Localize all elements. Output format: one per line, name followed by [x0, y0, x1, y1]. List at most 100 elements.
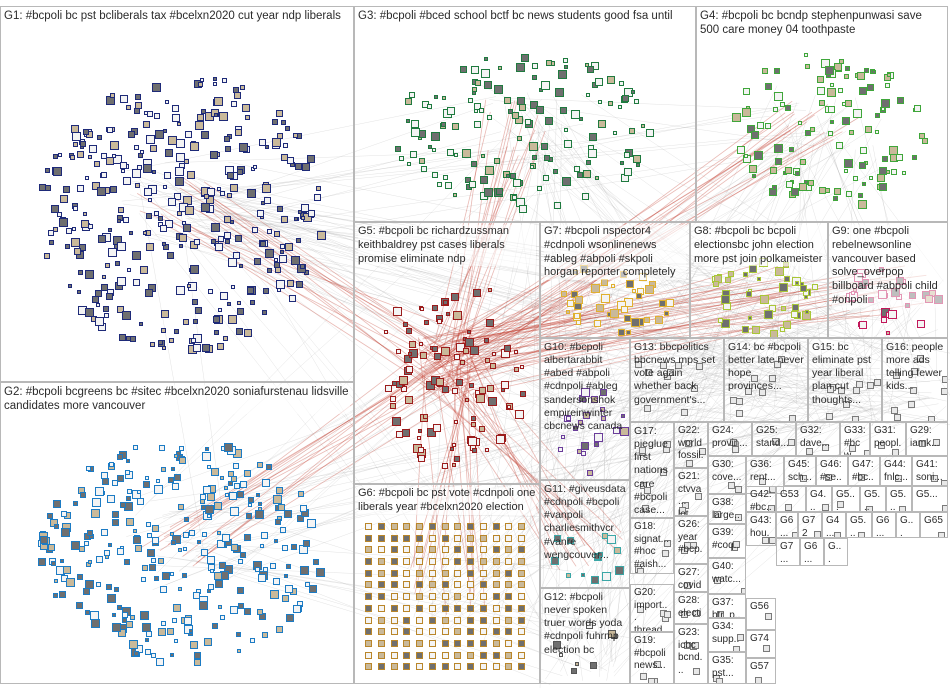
- node[interactable]: [120, 502, 127, 509]
- node[interactable]: [276, 280, 286, 290]
- node[interactable]: [428, 569, 436, 577]
- node[interactable]: [157, 558, 164, 565]
- node[interactable]: [73, 248, 81, 256]
- node[interactable]: [229, 506, 239, 516]
- node[interactable]: [505, 569, 513, 577]
- node[interactable]: [416, 558, 424, 566]
- node[interactable]: [575, 319, 581, 325]
- node[interactable]: [790, 310, 798, 318]
- node[interactable]: [884, 82, 890, 88]
- node[interactable]: [247, 189, 257, 199]
- node[interactable]: [390, 569, 398, 577]
- node[interactable]: [531, 62, 538, 69]
- node[interactable]: [825, 473, 833, 481]
- node[interactable]: [893, 372, 901, 380]
- node[interactable]: [206, 464, 211, 469]
- node[interactable]: [452, 388, 459, 395]
- node[interactable]: [147, 111, 154, 118]
- node[interactable]: [164, 148, 173, 157]
- node[interactable]: [567, 299, 575, 307]
- node[interactable]: [166, 628, 174, 636]
- node[interactable]: [223, 216, 231, 224]
- node[interactable]: [911, 154, 917, 160]
- node[interactable]: [317, 231, 327, 241]
- node[interactable]: [925, 294, 934, 303]
- node[interactable]: [512, 195, 518, 201]
- node[interactable]: [211, 239, 217, 245]
- node[interactable]: [79, 492, 86, 499]
- node[interactable]: [377, 581, 385, 589]
- node[interactable]: [125, 496, 131, 502]
- node[interactable]: [407, 351, 412, 356]
- node[interactable]: [218, 561, 226, 569]
- node[interactable]: [192, 343, 201, 352]
- node[interactable]: [621, 305, 629, 313]
- node[interactable]: [132, 490, 141, 500]
- node[interactable]: [462, 347, 469, 354]
- node[interactable]: [288, 295, 296, 303]
- node[interactable]: [231, 101, 238, 108]
- node[interactable]: [453, 311, 463, 321]
- node[interactable]: [467, 593, 475, 601]
- node[interactable]: [274, 257, 279, 262]
- node[interactable]: [441, 385, 449, 393]
- node[interactable]: [144, 649, 151, 656]
- node[interactable]: [47, 512, 54, 519]
- node[interactable]: [70, 125, 79, 134]
- node[interactable]: [140, 610, 150, 620]
- node[interactable]: [852, 416, 860, 421]
- node[interactable]: [234, 91, 242, 99]
- node[interactable]: [395, 349, 401, 355]
- node[interactable]: [274, 230, 281, 237]
- node[interactable]: [582, 192, 590, 200]
- node[interactable]: [785, 166, 792, 174]
- node[interactable]: [162, 185, 167, 190]
- node[interactable]: [428, 651, 436, 659]
- node[interactable]: [441, 463, 448, 470]
- node[interactable]: [518, 593, 526, 601]
- node[interactable]: [470, 422, 476, 428]
- node[interactable]: [467, 604, 475, 612]
- node[interactable]: [927, 416, 935, 421]
- node[interactable]: [120, 168, 125, 173]
- node[interactable]: [737, 146, 746, 155]
- node[interactable]: [666, 299, 675, 308]
- node[interactable]: [783, 276, 790, 283]
- node[interactable]: [47, 230, 54, 237]
- node[interactable]: [748, 265, 757, 274]
- node[interactable]: [126, 621, 134, 629]
- node[interactable]: [396, 430, 404, 438]
- node[interactable]: [144, 188, 153, 197]
- node[interactable]: [591, 395, 599, 403]
- node[interactable]: [761, 68, 768, 75]
- node[interactable]: [479, 523, 487, 530]
- node[interactable]: [403, 663, 411, 671]
- node[interactable]: [866, 382, 874, 390]
- node[interactable]: [601, 533, 608, 540]
- node[interactable]: [431, 131, 441, 141]
- node[interactable]: [204, 193, 210, 199]
- node[interactable]: [147, 532, 153, 538]
- node[interactable]: [389, 396, 396, 403]
- node[interactable]: [454, 639, 462, 647]
- node[interactable]: [52, 227, 58, 233]
- node[interactable]: [757, 276, 762, 281]
- node[interactable]: [88, 155, 93, 160]
- node[interactable]: [467, 628, 475, 636]
- node[interactable]: [244, 329, 253, 338]
- node[interactable]: [685, 459, 693, 467]
- node[interactable]: [84, 610, 90, 616]
- node[interactable]: [416, 593, 424, 601]
- node[interactable]: [298, 490, 305, 497]
- node[interactable]: [752, 326, 761, 334]
- node[interactable]: [518, 616, 526, 624]
- node[interactable]: [608, 101, 614, 107]
- node[interactable]: [59, 590, 67, 598]
- node[interactable]: [478, 386, 486, 394]
- node[interactable]: [70, 155, 76, 161]
- node[interactable]: [581, 451, 587, 457]
- node[interactable]: [573, 425, 579, 431]
- node[interactable]: [635, 360, 643, 368]
- node[interactable]: [741, 325, 749, 333]
- node[interactable]: [644, 487, 652, 495]
